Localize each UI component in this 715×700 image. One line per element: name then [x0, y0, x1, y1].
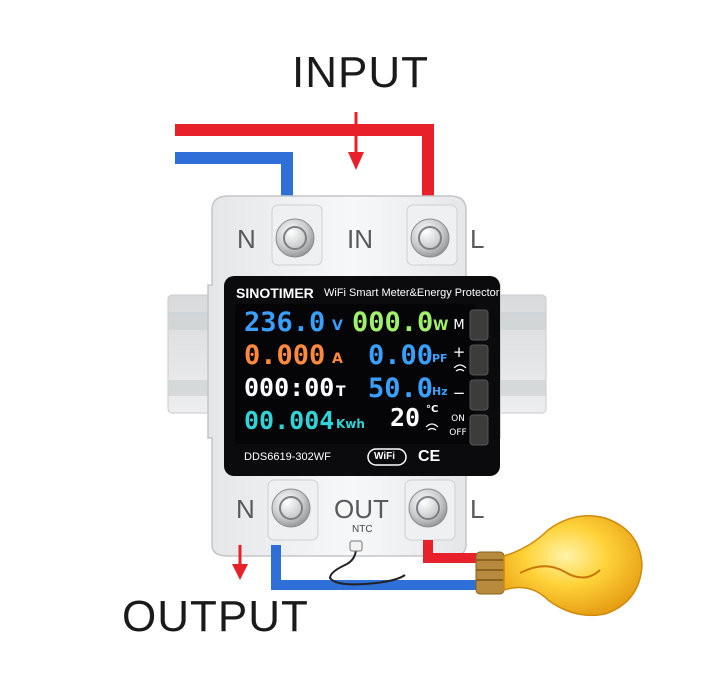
- terminal-label-bottom-n: N: [236, 494, 255, 524]
- button-plus-label: +: [452, 343, 466, 361]
- current-value: 0.000: [244, 340, 326, 371]
- power-value: 000.0: [352, 307, 434, 338]
- button-m-label: M: [453, 318, 465, 333]
- button-m[interactable]: [469, 309, 489, 341]
- product-tagline: WiFi Smart Meter&Energy Protector: [324, 287, 500, 299]
- temperature-unit: °C: [426, 404, 439, 415]
- input-neutral-wire: [175, 152, 293, 210]
- power-factor-value: 0.00: [368, 340, 434, 371]
- current-unit: A: [332, 351, 343, 367]
- terminal-label-bottom-l: L: [470, 494, 485, 524]
- model-number: DDS6619-302WF: [244, 451, 331, 463]
- button-onoff[interactable]: [469, 414, 489, 446]
- screw-top-n: [275, 218, 315, 258]
- screw-bottom-l: [408, 488, 448, 528]
- power-unit: W: [433, 318, 449, 334]
- time-unit: T: [336, 384, 346, 400]
- energy-value: 00.004: [244, 406, 335, 435]
- light-bulb-icon: [475, 515, 643, 617]
- output-label: OUTPUT: [122, 592, 309, 641]
- output-neutral-wire: [271, 545, 478, 590]
- ce-mark: CE: [418, 448, 441, 465]
- terminal-label-in: IN: [347, 224, 373, 254]
- brand-name: SINOTIMER: [236, 285, 314, 301]
- voltage-value: 236.0: [244, 307, 326, 338]
- wifi-badge-text: WiFi: [374, 451, 396, 462]
- screw-bottom-n: [271, 488, 311, 528]
- terminal-label-top-n: N: [237, 224, 256, 254]
- wifi-icon: [425, 364, 467, 431]
- input-live-wire: [175, 124, 434, 210]
- terminal-label-out: OUT: [334, 494, 389, 524]
- input-label: INPUT: [292, 48, 429, 97]
- button-minus-label: −: [452, 384, 466, 402]
- frequency-value: 50.0: [368, 373, 434, 404]
- wifi-badge: [367, 448, 407, 466]
- button-plus[interactable]: [469, 344, 489, 376]
- temperature-value: 20: [390, 403, 421, 432]
- frequency-unit: Hz: [432, 385, 448, 398]
- output-live-wire: [423, 540, 478, 563]
- energy-unit: Kwh: [336, 417, 365, 431]
- power-factor-unit: PF: [432, 352, 448, 365]
- voltage-unit: V: [332, 318, 343, 334]
- button-on-label: ON: [451, 414, 465, 424]
- time-value: 000:00: [244, 373, 335, 402]
- button-minus[interactable]: [469, 379, 489, 411]
- terminal-label-ntc: NTC: [352, 524, 373, 535]
- button-off-label: OFF: [449, 428, 467, 438]
- terminal-label-top-l: L: [470, 224, 485, 254]
- screw-top-l: [410, 218, 450, 258]
- ntc-probe-cable: [328, 547, 406, 586]
